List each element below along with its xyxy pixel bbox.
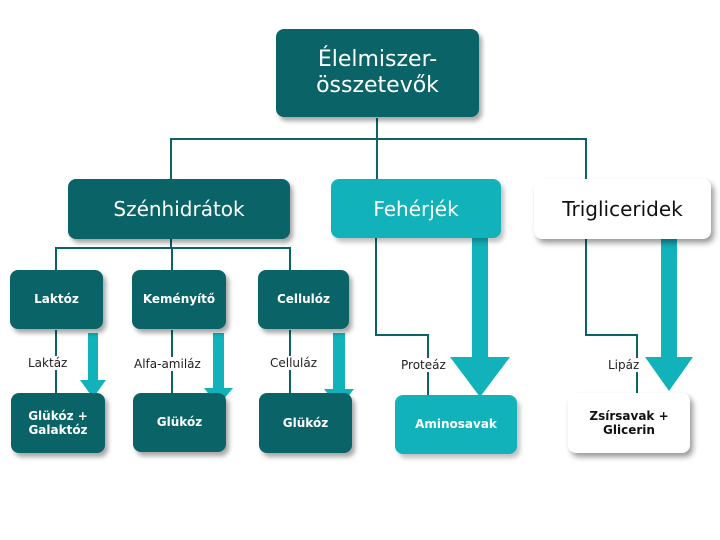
arrow-lactose	[80, 333, 106, 398]
enzyme-alpha-amylase: Alfa-amiláz	[132, 357, 203, 371]
product-glucose-cellulose: Glükóz	[259, 393, 352, 453]
arrow-fats	[645, 226, 693, 391]
arrow-cellulose	[324, 333, 354, 408]
enzyme-lipase: Lipáz	[606, 358, 642, 372]
root-node: Élelmiszer- összetevők	[276, 29, 479, 117]
connector-carbs-to-types	[55, 239, 291, 270]
product-glucose-starch: Glükóz	[133, 393, 226, 452]
arrow-proteins	[450, 225, 510, 397]
product-amino-acids: Aminosavak	[395, 395, 517, 454]
category-proteins: Fehérjék	[331, 179, 501, 238]
category-carbohydrates: Szénhidrátok	[68, 179, 290, 239]
connector-root-to-categories	[170, 118, 587, 180]
product-glucose-galactose: Glükóz + Galaktóz	[11, 393, 105, 453]
node-starch: Keményítő	[132, 270, 226, 329]
category-triglycerides: Trigliceridek	[534, 179, 711, 239]
enzyme-cellulase: Celluláz	[268, 356, 320, 370]
enzyme-lactase: Laktáz	[26, 356, 70, 370]
enzyme-protease: Proteáz	[399, 358, 448, 372]
product-fatty-acids-glycerol: Zsírsavak + Glicerin	[568, 393, 690, 453]
arrow-starch	[204, 333, 233, 406]
node-lactose: Laktóz	[10, 270, 103, 329]
node-cellulose: Cellulóz	[258, 270, 349, 329]
